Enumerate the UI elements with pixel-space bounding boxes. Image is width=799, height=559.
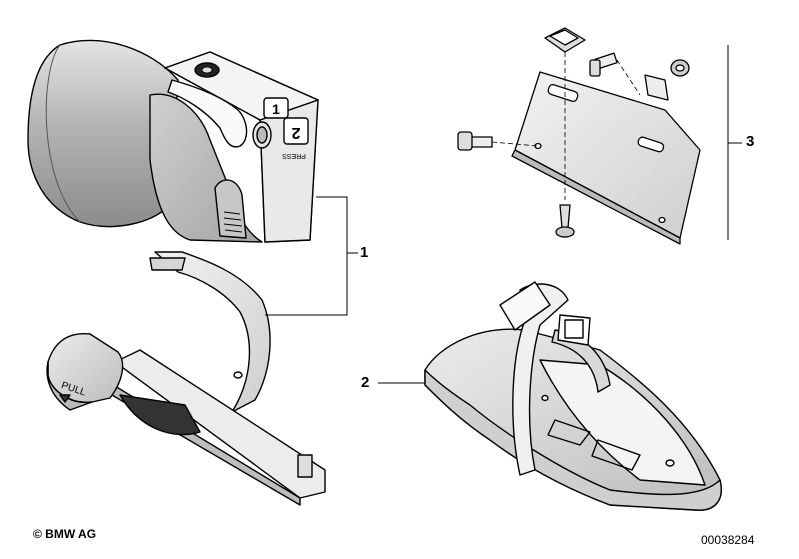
flashlight-housing	[27, 39, 319, 243]
housing-button-2-label: 2	[291, 124, 300, 141]
callout-1-leader	[265, 196, 358, 316]
bracket-assembly-lines	[491, 52, 641, 200]
callout-number-3: 3	[746, 133, 755, 150]
callout-number-2: 2	[361, 374, 370, 391]
callout-number-1: 1	[360, 244, 369, 261]
copyright-notice: © BMW AG	[33, 527, 97, 541]
mounting-bracket	[457, 27, 701, 245]
housing-button-1-label: 1	[272, 101, 280, 117]
holder-clip	[46, 251, 326, 506]
charging-case	[424, 281, 722, 511]
callout-3-leader	[727, 45, 742, 240]
housing-press-label: PRESS	[282, 152, 306, 159]
document-number: 00038284	[701, 533, 755, 547]
